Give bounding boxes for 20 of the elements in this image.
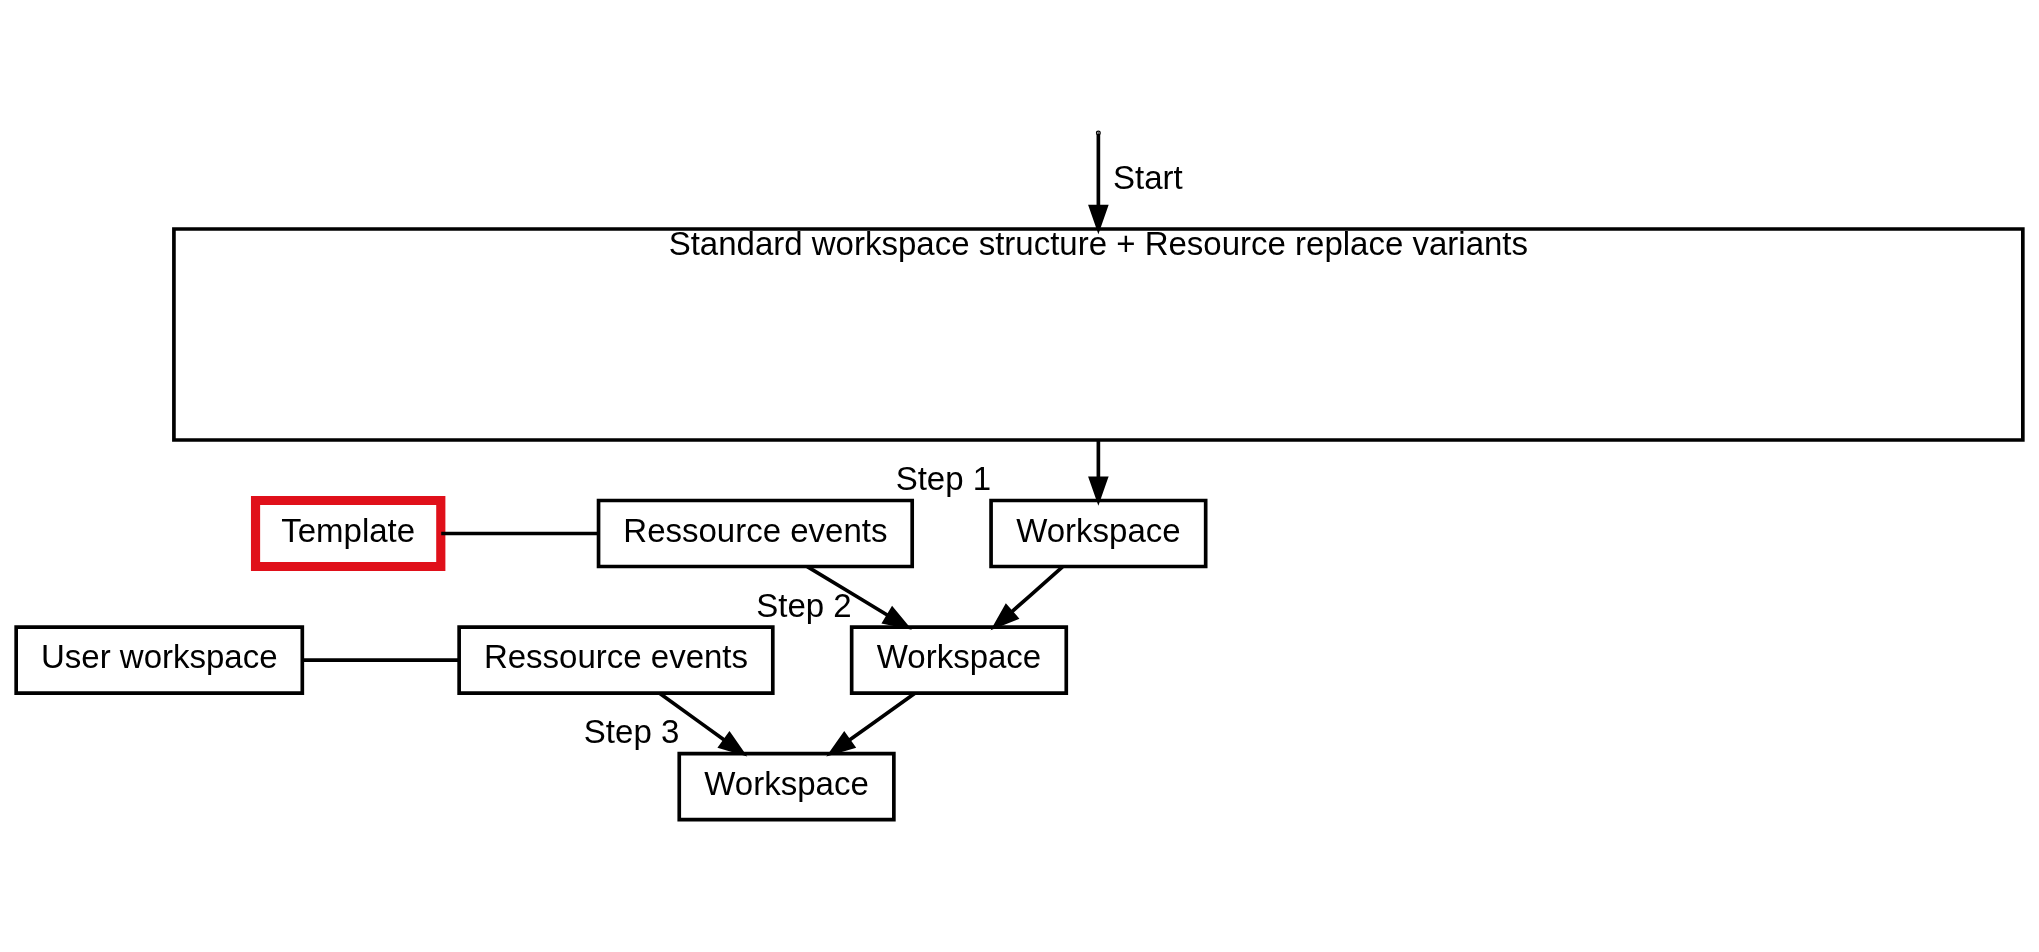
arrow bbox=[1088, 133, 1109, 235]
arrow bbox=[806, 565, 912, 630]
node-label: Step 1 bbox=[895, 460, 992, 498]
node-box: Workspace bbox=[989, 498, 1208, 569]
connector bbox=[302, 658, 459, 662]
node-box: Workspace bbox=[849, 625, 1069, 695]
node-box: User workspace bbox=[14, 625, 305, 695]
arrow bbox=[1088, 440, 1109, 506]
node-label: Step 3 bbox=[583, 713, 680, 751]
node-box: Standard workspace structure + Resource replace variants bbox=[172, 227, 2025, 442]
arrow bbox=[826, 692, 916, 757]
node-box: Template bbox=[250, 495, 446, 572]
arrow bbox=[658, 692, 748, 757]
connector bbox=[441, 531, 599, 536]
node-box: Workspace bbox=[677, 751, 896, 822]
arrow bbox=[990, 565, 1064, 631]
node-box: Ressource events bbox=[457, 625, 775, 695]
edge-label: Start bbox=[1113, 159, 1183, 197]
node-label: Step 2 bbox=[756, 586, 852, 624]
node-box: Ressource events bbox=[596, 498, 915, 569]
